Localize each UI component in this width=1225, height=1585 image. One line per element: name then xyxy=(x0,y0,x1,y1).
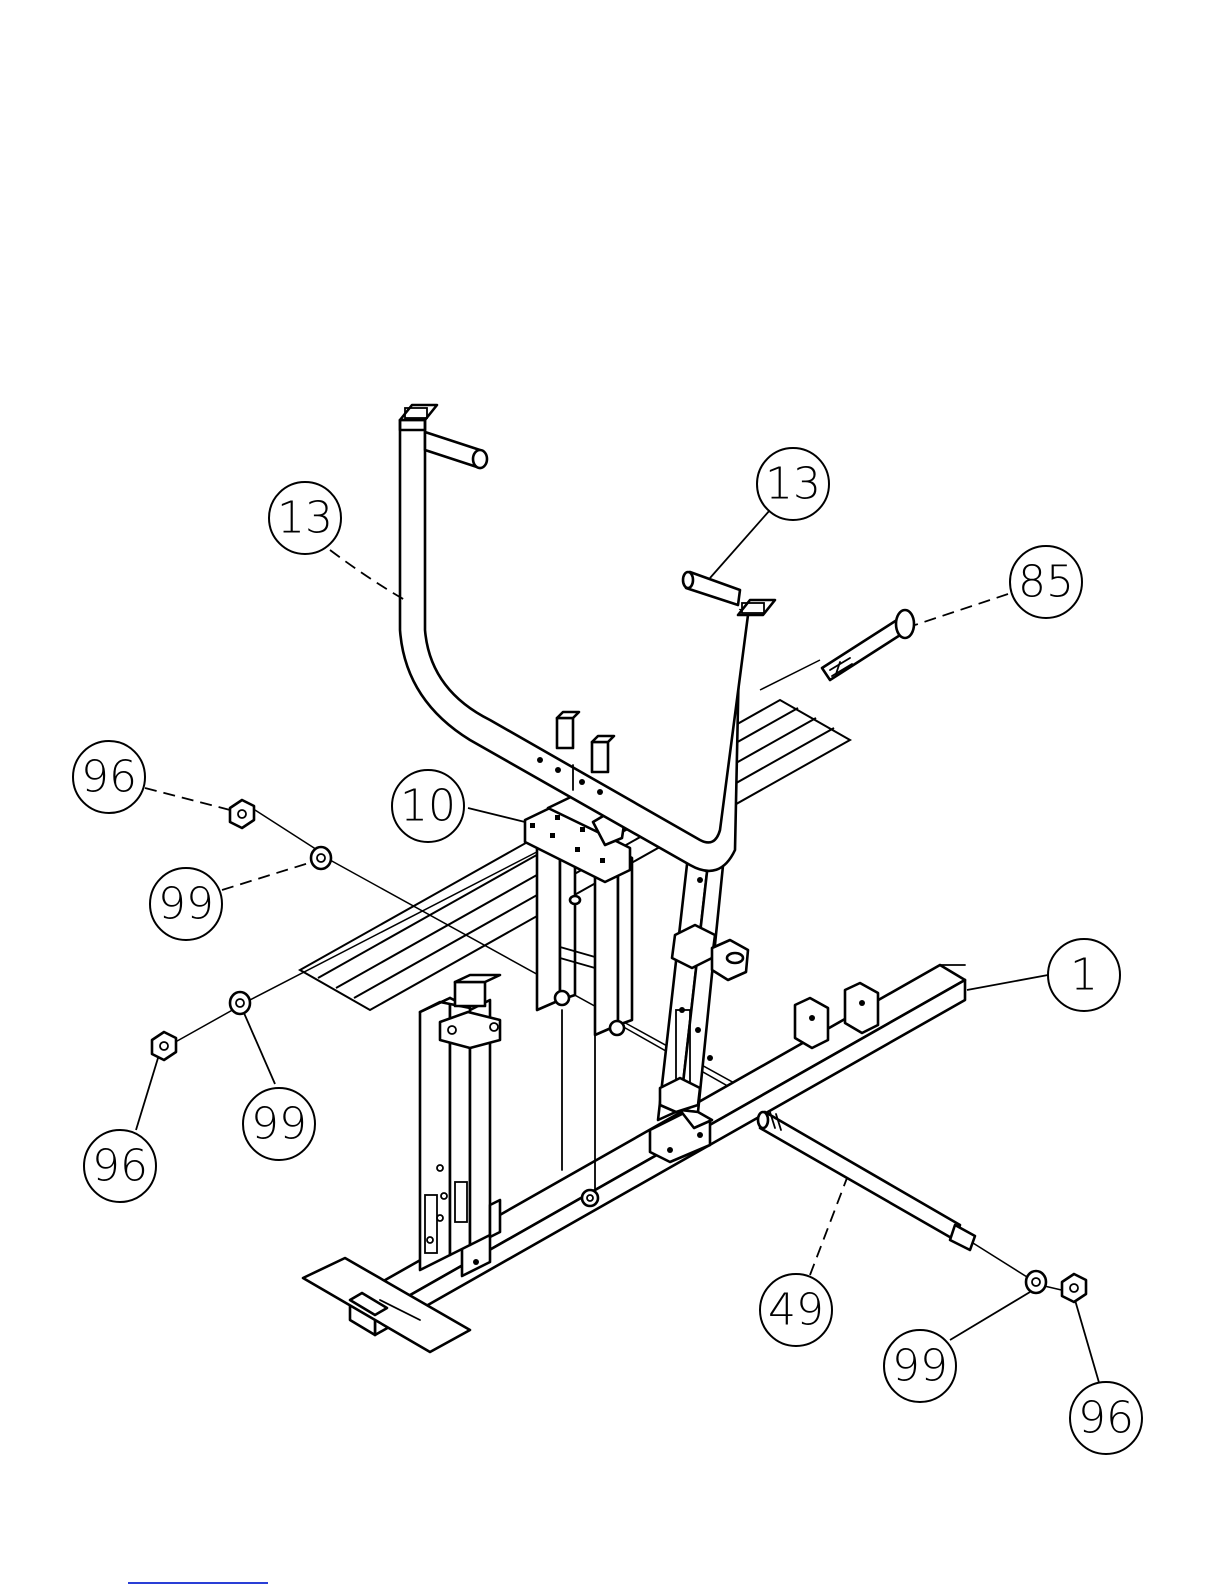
callout-49: 49 xyxy=(760,1274,832,1346)
callout-99-top: 99 xyxy=(150,868,222,940)
callout-label: 96 xyxy=(92,1141,148,1192)
callout-label: 1 xyxy=(1070,950,1098,1001)
callout-label: 99 xyxy=(892,1341,948,1392)
callout-96-middle: 96 xyxy=(84,1130,156,1202)
bolt xyxy=(822,610,914,680)
callout-85: 85 xyxy=(1010,546,1082,618)
callout-label: 96 xyxy=(1078,1393,1134,1444)
base-frame xyxy=(303,965,965,1352)
callout-13-right: 13 xyxy=(757,448,829,520)
callout-99-middle: 99 xyxy=(243,1088,315,1160)
callout-1: 1 xyxy=(1048,939,1120,1011)
callout-13-left: 13 xyxy=(269,482,341,554)
callout-99-bottom: 99 xyxy=(884,1330,956,1402)
callout-96-top: 96 xyxy=(73,741,145,813)
callout-label: 96 xyxy=(81,752,137,803)
left-upright xyxy=(420,975,500,1270)
callout-label: 13 xyxy=(277,493,333,544)
callout-label: 10 xyxy=(400,781,456,832)
callout-96-bottom: 96 xyxy=(1070,1382,1142,1454)
callout-label: 99 xyxy=(158,879,214,930)
callout-label: 99 xyxy=(251,1099,307,1150)
callout-10: 10 xyxy=(392,770,464,842)
bottom-rule xyxy=(128,1582,268,1584)
callout-label: 85 xyxy=(1018,557,1074,608)
axle xyxy=(758,1112,975,1250)
callout-label: 49 xyxy=(768,1285,824,1336)
callout-label: 13 xyxy=(765,459,821,510)
